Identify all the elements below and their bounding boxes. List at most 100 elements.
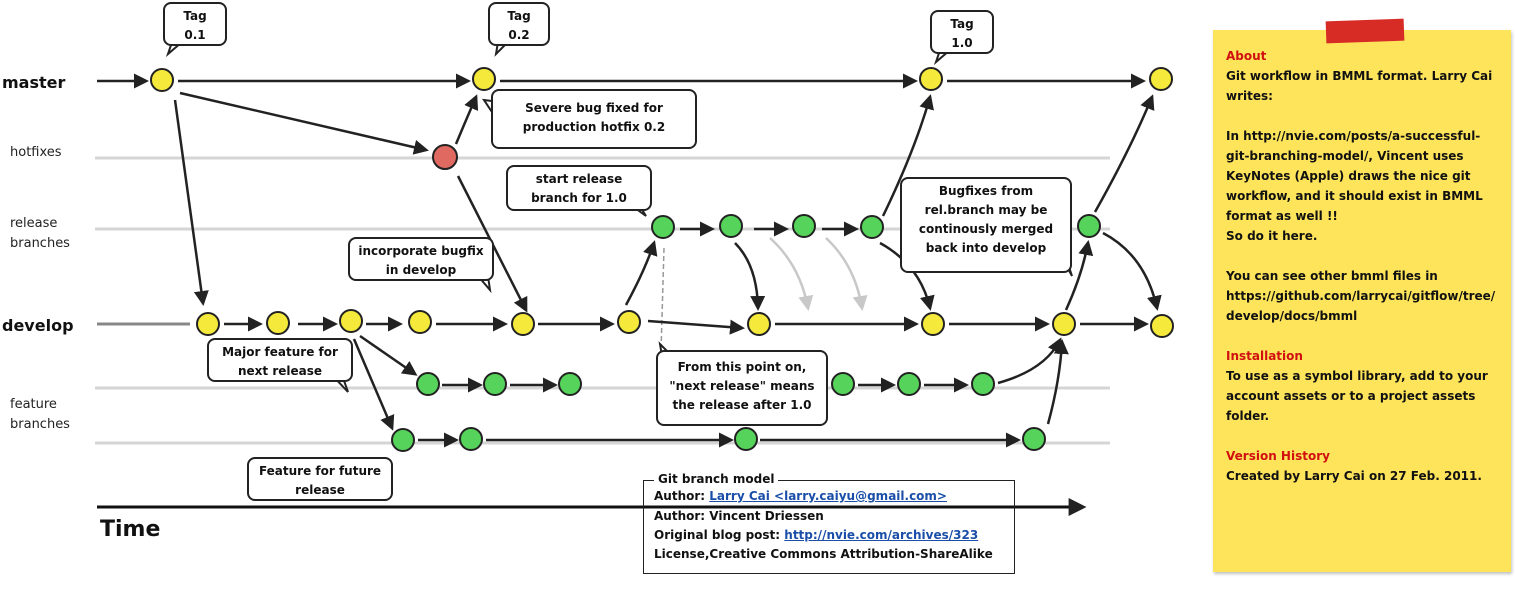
- callout-bugfixes: Bugfixes from rel.branch may be continou…: [900, 177, 1072, 273]
- lane-label-hotfixes: hotfixes: [10, 145, 62, 160]
- tag-0-2-line2: 0.2: [508, 28, 530, 42]
- callout-incorporate-line2: in develop: [385, 263, 457, 277]
- callout-next-release-line1: From this point on,: [677, 360, 807, 374]
- info-author1-prefix: Author:: [654, 489, 710, 503]
- tag-1-0-line1: Tag: [950, 17, 974, 31]
- commit-feature2-1: [391, 428, 415, 452]
- callout-bugfixes-line1: Bugfixes from: [938, 184, 1034, 198]
- callout-future-line2: release: [295, 483, 345, 497]
- commit-develop-10: [1150, 314, 1174, 338]
- lane-label-release-1: release: [10, 216, 58, 231]
- release-split-dashed: [658, 247, 665, 421]
- commit-feature2-3: [734, 427, 758, 451]
- callout-start-release-line1: start release: [535, 172, 623, 186]
- commit-develop-4: [408, 310, 432, 334]
- commit-release-5: [1077, 214, 1101, 238]
- callout-start-release: start release branch for 1.0: [506, 165, 652, 211]
- info-box-title: Git branch model: [654, 472, 779, 486]
- callout-bugfixes-line3: continously merged: [918, 222, 1054, 236]
- sticky-install-heading: Installation: [1226, 349, 1303, 363]
- commit-feature2-2: [459, 427, 483, 451]
- arrow-feature1-to-develop: [997, 337, 1062, 385]
- grey-merge-arrow-2: [825, 237, 868, 311]
- commit-feature1-1: [416, 372, 440, 396]
- lane-label-develop: develop: [2, 316, 74, 335]
- info-blog-prefix: Original blog post:: [654, 528, 785, 542]
- sticky-version-text: Created by Larry Cai on 27 Feb. 2011.: [1226, 469, 1482, 483]
- commit-feature2-4: [1022, 427, 1046, 451]
- commit-develop-3: [339, 309, 363, 333]
- arrow-feature2-to-develop: [1046, 339, 1069, 425]
- info-license: License,Creative Commons Attribution-Sha…: [654, 547, 993, 561]
- arrow-develop-to-feature1: [359, 334, 418, 376]
- tag-0-1-line1: Tag: [183, 9, 207, 23]
- commit-feature1-6: [971, 372, 995, 396]
- tag-1-0-line2: 1.0: [951, 36, 973, 50]
- info-author2: Author: Vincent Driessen: [654, 509, 824, 523]
- arrow-develop-6: [647, 319, 745, 335]
- callout-severe-bug: Severe bug fixed for production hotfix 0…: [491, 89, 697, 149]
- lane-label-feature-2: branches: [10, 417, 70, 432]
- blog-post-link[interactable]: http://nvie.com/archives/323: [784, 528, 979, 542]
- commit-master-1: [150, 68, 174, 92]
- arrow-develop-to-release: [624, 240, 658, 306]
- tag-1-0: Tag 1.0: [930, 10, 994, 54]
- info-box: Git branch model Author: Larry Cai <larr…: [643, 472, 1015, 574]
- commit-feature1-3: [558, 372, 582, 396]
- callout-incorporate-line1: incorporate bugfix: [358, 244, 484, 258]
- commit-feature1-5: [897, 372, 921, 396]
- info-blog: Original blog post: http://nvie.com/arch…: [654, 528, 978, 542]
- commit-hotfix-1: [432, 144, 458, 170]
- grey-merge-arrow-1: [769, 237, 814, 311]
- commit-develop-8: [921, 312, 945, 336]
- tag-0-1-line2: 0.1: [184, 28, 206, 42]
- sticky-install-text: To use as a symbol library, add to your …: [1226, 369, 1488, 423]
- commit-develop-6: [617, 310, 641, 334]
- callout-bugfixes-line4: back into develop: [925, 241, 1047, 255]
- callout-incorporate-bugfix: incorporate bugfix in develop: [348, 237, 494, 281]
- tag-0-1: Tag 0.1: [163, 2, 227, 46]
- callout-severe-bug-line2: production hotfix 0.2: [522, 120, 666, 134]
- callout-major-feature-line1: Major feature for: [222, 345, 338, 359]
- lane-label-master: master: [2, 73, 66, 92]
- lane-label-release-2: branches: [10, 236, 70, 251]
- commit-release-4: [860, 215, 884, 239]
- arrow-release-to-master: [881, 94, 934, 217]
- arrow-release-to-develop-c: [1102, 231, 1162, 311]
- commit-develop-2: [266, 311, 290, 335]
- commit-develop-7: [747, 312, 771, 336]
- commit-develop-1: [196, 312, 220, 336]
- callout-next-release-line3: the release after 1.0: [672, 398, 812, 412]
- callout-major-feature-line2: next release: [237, 364, 323, 378]
- callout-future-line1: Feature for future: [258, 464, 382, 478]
- author1-email-link[interactable]: Larry Cai <larry.caiyu@gmail.com>: [709, 489, 947, 503]
- commit-master-2: [472, 67, 496, 91]
- lane-label-feature-1: feature: [10, 397, 57, 412]
- time-axis-label: Time: [100, 517, 161, 542]
- callout-major-feature: Major feature for next release: [207, 338, 353, 382]
- commit-develop-9: [1052, 312, 1076, 336]
- commit-develop-5: [511, 312, 535, 336]
- commit-feature1-2: [483, 372, 507, 396]
- callout-severe-bug-line1: Severe bug fixed for: [525, 101, 663, 115]
- arrow-develop-to-release-2: [1064, 240, 1094, 311]
- arrow-release-to-develop-a: [734, 242, 766, 311]
- callout-next-release: From this point on, "next release" means…: [656, 350, 828, 426]
- commit-master-4: [1149, 67, 1173, 91]
- sticky-version-heading: Version History: [1226, 449, 1330, 463]
- commit-release-3: [792, 214, 816, 238]
- sticky-tape: [1325, 18, 1405, 44]
- callout-start-release-line2: branch for 1.0: [531, 191, 627, 205]
- callout-next-release-line2: "next release" means: [669, 379, 815, 393]
- commit-release-1: [651, 215, 675, 239]
- sticky-note: [1213, 30, 1511, 572]
- tag-0-2: Tag 0.2: [488, 2, 550, 46]
- sticky-about-text: Git workflow in BMML format. Larry Cai w…: [1226, 69, 1496, 323]
- arrow-develop-to-feature2: [352, 338, 395, 431]
- info-author1: Author: Larry Cai <larry.caiyu@gmail.com…: [654, 489, 947, 503]
- tag-0-2-line1: Tag: [507, 9, 531, 23]
- commit-feature1-4: [831, 372, 855, 396]
- sticky-about-heading: About: [1226, 49, 1267, 63]
- callout-bugfixes-line2: rel.branch may be: [924, 203, 1048, 217]
